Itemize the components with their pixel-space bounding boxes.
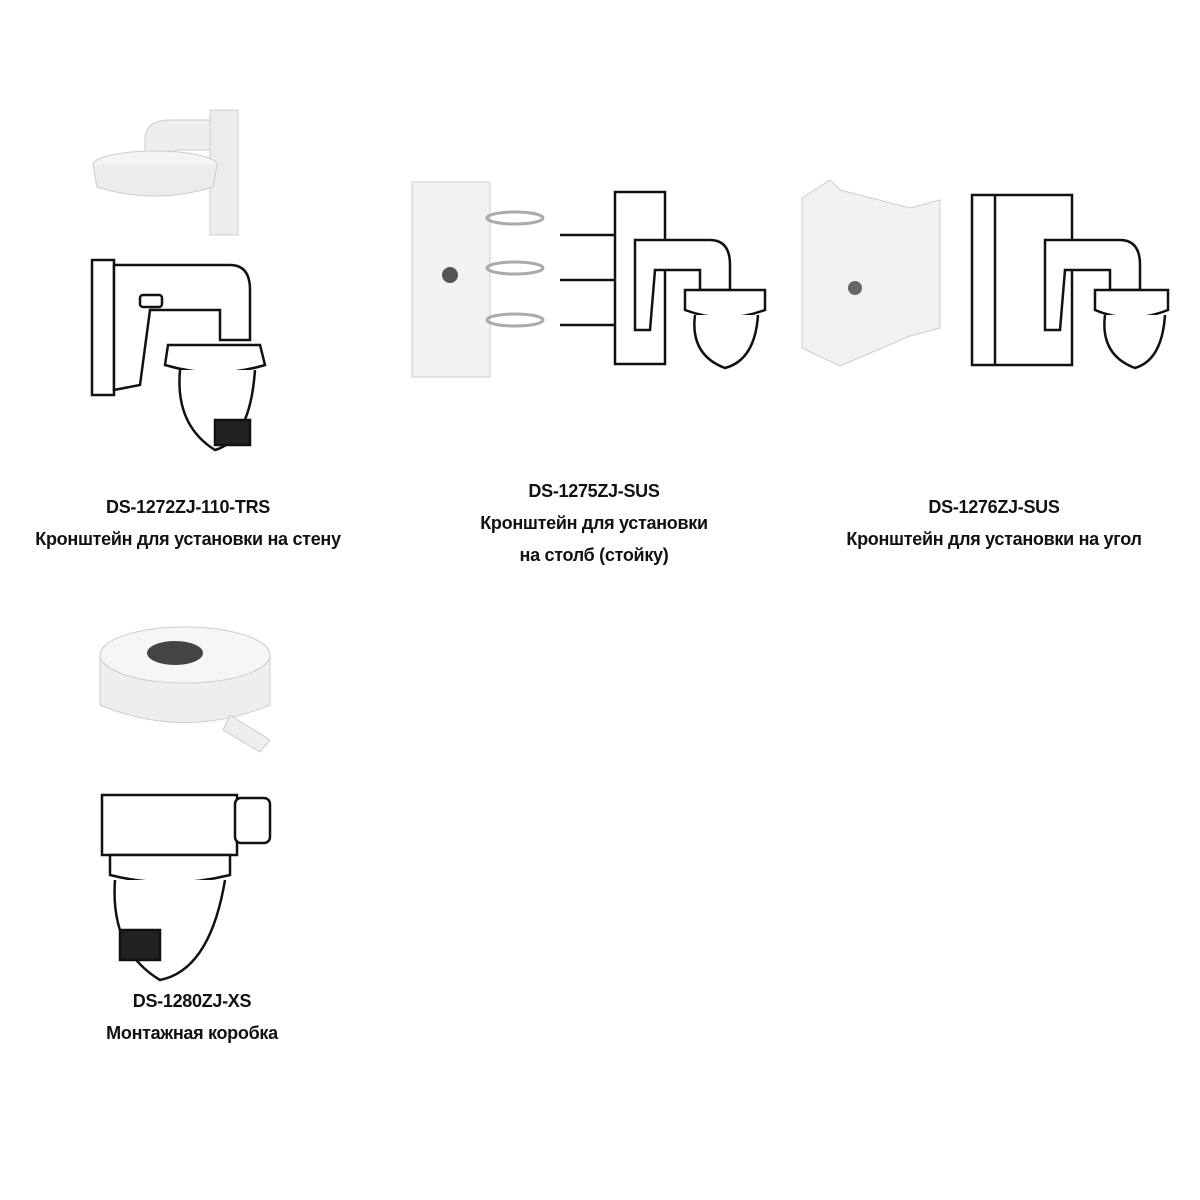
product-caption: DS-1272ZJ-110-TRS Кронштейн для установк… [35,497,341,562]
product-model: DS-1276ZJ-SUS [928,497,1060,517]
wall-mount-photo [85,105,245,240]
product-caption: DS-1275ZJ-SUS Кронштейн для установки на… [480,482,708,578]
product-model: DS-1280ZJ-XS [132,991,252,1011]
pole-mount-photo [410,180,550,380]
product-description: на столб (стойку) [519,545,669,565]
pole-mount-drawing [560,190,770,370]
product-caption: DS-1280ZJ-XS Монтажная коробка [106,992,278,1056]
product-description: Кронштейн для установки на угол [846,529,1142,549]
product-model: DS-1272ZJ-110-TRS [106,497,270,517]
junction-box-drawing [100,790,275,985]
wall-mount-drawing [90,255,270,460]
corner-mount-photo [800,178,945,368]
product-description: Монтажная коробка [106,1023,278,1043]
product-description: Кронштейн для установки на стену [35,529,341,549]
junction-box-photo [95,620,285,755]
product-description: Кронштейн для установки [480,513,708,533]
corner-mount-drawing [970,190,1170,370]
product-model: DS-1275ZJ-SUS [528,481,660,501]
product-caption: DS-1276ZJ-SUS Кронштейн для установки на… [846,497,1142,562]
